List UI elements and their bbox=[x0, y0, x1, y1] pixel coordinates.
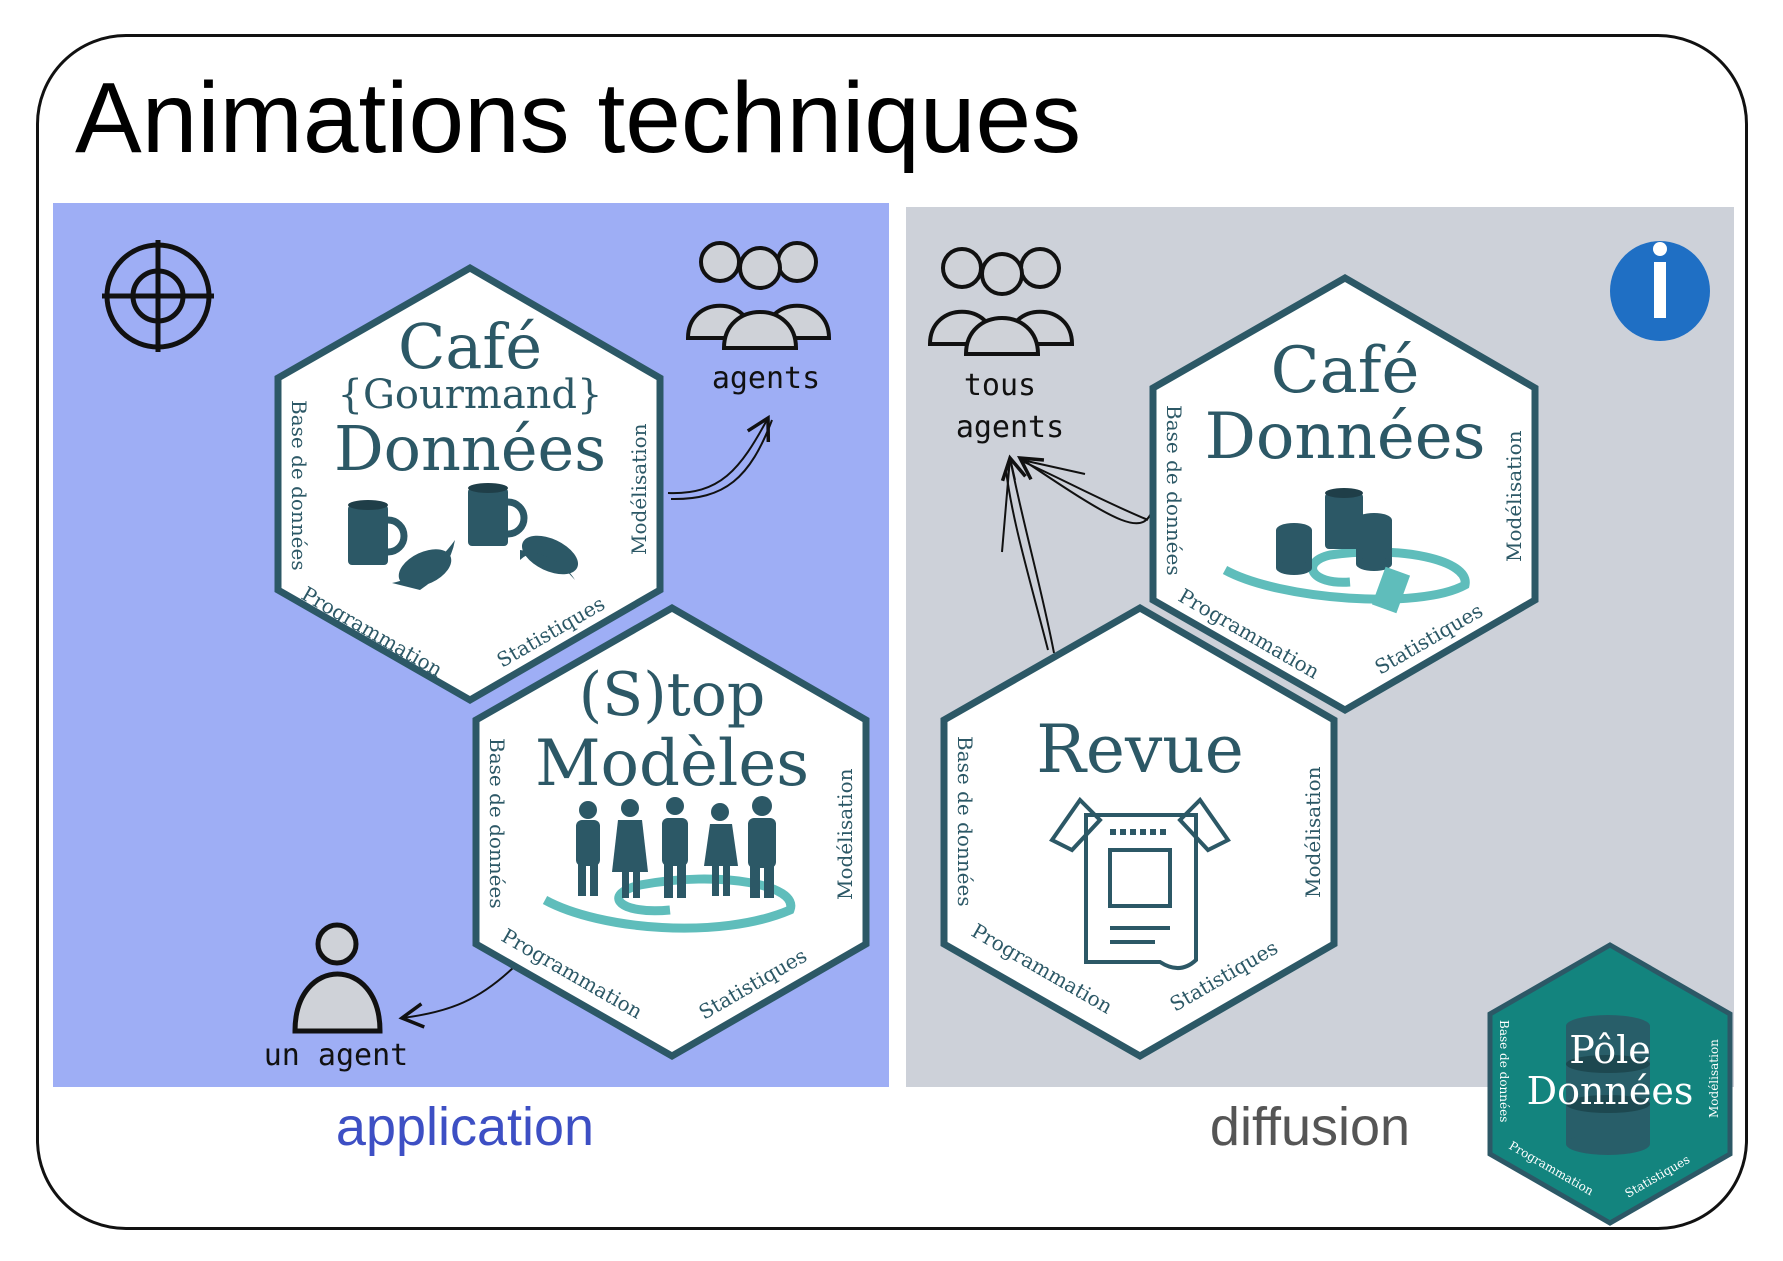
hex-side-label-left: Base de données bbox=[1162, 405, 1186, 576]
page-title: Animations techniques bbox=[75, 62, 1082, 174]
info-icon bbox=[1610, 241, 1710, 341]
database-icon bbox=[1566, 1015, 1650, 1155]
hex-cafe-gourmand-donnees: Café {Gourmand} Données Base de données … bbox=[274, 263, 664, 705]
arrow-revue-to-tous-agents bbox=[1000, 454, 1055, 654]
spiral-icon bbox=[542, 874, 796, 933]
hex-side-label-left: Base de données bbox=[485, 738, 509, 909]
group-icon bbox=[927, 247, 1075, 356]
logo-title-line2: Données bbox=[1527, 1069, 1694, 1113]
croissant-icon bbox=[520, 535, 579, 580]
arrow-stop-modeles-to-un-agent bbox=[398, 964, 517, 1029]
group-icon bbox=[685, 241, 832, 350]
hex-side-label-right: Modélisation bbox=[627, 423, 651, 555]
label-tous-agents: agents bbox=[956, 410, 1064, 445]
hex-stop-modeles: (S)top Modèles Base de données Modélisat… bbox=[472, 603, 870, 1061]
database-icon bbox=[1276, 513, 1392, 575]
mug-icon bbox=[348, 500, 408, 565]
hex-title-line1: Café bbox=[398, 310, 542, 383]
panel-label-application: application bbox=[335, 1097, 595, 1157]
label-un-agent: un agent bbox=[264, 1038, 409, 1073]
person-icon bbox=[292, 922, 383, 1034]
hex-title-line2: Données bbox=[1205, 400, 1486, 474]
target-icon bbox=[102, 240, 214, 352]
slide-frame bbox=[36, 34, 1748, 1230]
hex-side-label-right: Modélisation bbox=[833, 768, 857, 900]
mug-icon bbox=[1325, 488, 1363, 549]
panel-label-diffusion: diffusion bbox=[1209, 1097, 1411, 1157]
croissant-icon bbox=[392, 540, 455, 590]
hex-title-line3: Données bbox=[334, 412, 606, 485]
hex-title-line1: (S)top bbox=[579, 660, 766, 730]
hex-cafe-donnees: Café Données Base de données Modélisatio… bbox=[1149, 273, 1539, 715]
hex-title-line1: Café bbox=[1271, 334, 1420, 408]
spiral-icon bbox=[1222, 547, 1470, 604]
hex-side-label-left: Base de données bbox=[953, 736, 977, 907]
hex-side-label-right: Modélisation bbox=[1301, 766, 1325, 898]
logo-side-label-right: Modélisation bbox=[1707, 1039, 1721, 1118]
mug-icon bbox=[468, 483, 528, 546]
hex-title-line2: Modèles bbox=[535, 727, 809, 801]
people-silhouettes-icon bbox=[576, 796, 776, 898]
arrow-cafe-donnees-to-tous-agents bbox=[1017, 455, 1155, 525]
logo-side-label-left: Base de données bbox=[1497, 1020, 1511, 1122]
hex-side-label-right: Modélisation bbox=[1502, 430, 1526, 562]
arrow-cafe-gourmand-to-agents bbox=[667, 414, 773, 501]
hex-side-label-left: Base de données bbox=[287, 400, 311, 571]
newspaper-icon bbox=[1049, 796, 1231, 970]
label-agents: agents bbox=[712, 361, 820, 396]
logo-pole-donnees: Pôle Données Base de données Modélisatio… bbox=[1487, 942, 1733, 1226]
logo-title-line1: Pôle bbox=[1569, 1028, 1651, 1072]
hex-title-line2: {Gourmand} bbox=[338, 372, 603, 418]
hex-title-line1: Revue bbox=[1036, 711, 1244, 788]
hex-revue: Revue Base de données Modélisation Progr… bbox=[940, 603, 1338, 1061]
label-tous: tous bbox=[964, 368, 1036, 403]
notebook-icon bbox=[1371, 566, 1411, 614]
